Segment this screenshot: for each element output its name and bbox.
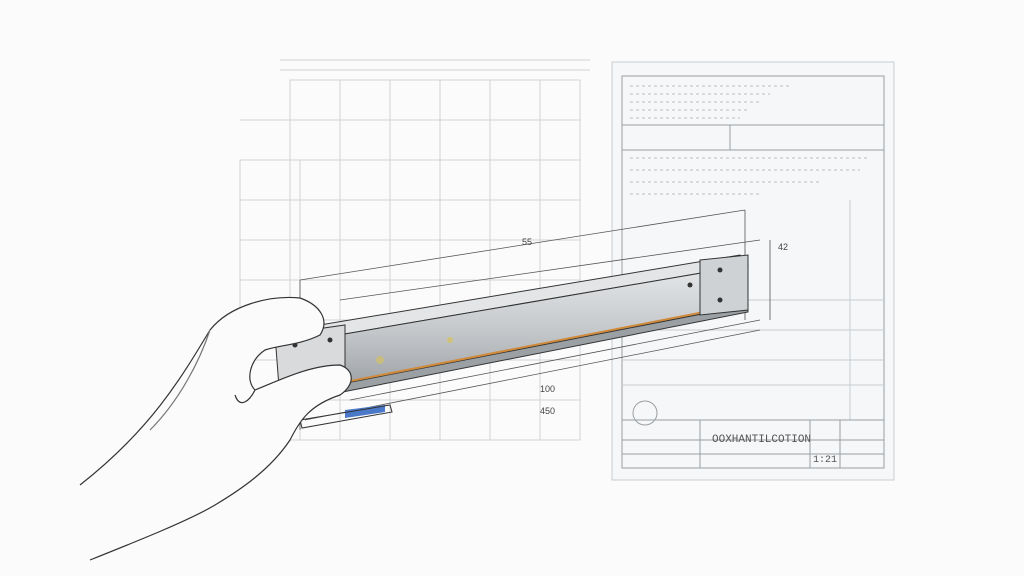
scale-text: 1:21 [813, 455, 837, 466]
dimension-label: 42 [778, 242, 788, 252]
steel-beam [274, 254, 749, 429]
title-block-text: OOXHANTILCOTION [712, 434, 811, 446]
dimension-label: 450 [540, 406, 555, 416]
hand-sketch [79, 296, 352, 561]
dimension-label: 100 [540, 384, 555, 394]
title-block [621, 400, 885, 469]
dimension-label: 55 [522, 237, 532, 247]
